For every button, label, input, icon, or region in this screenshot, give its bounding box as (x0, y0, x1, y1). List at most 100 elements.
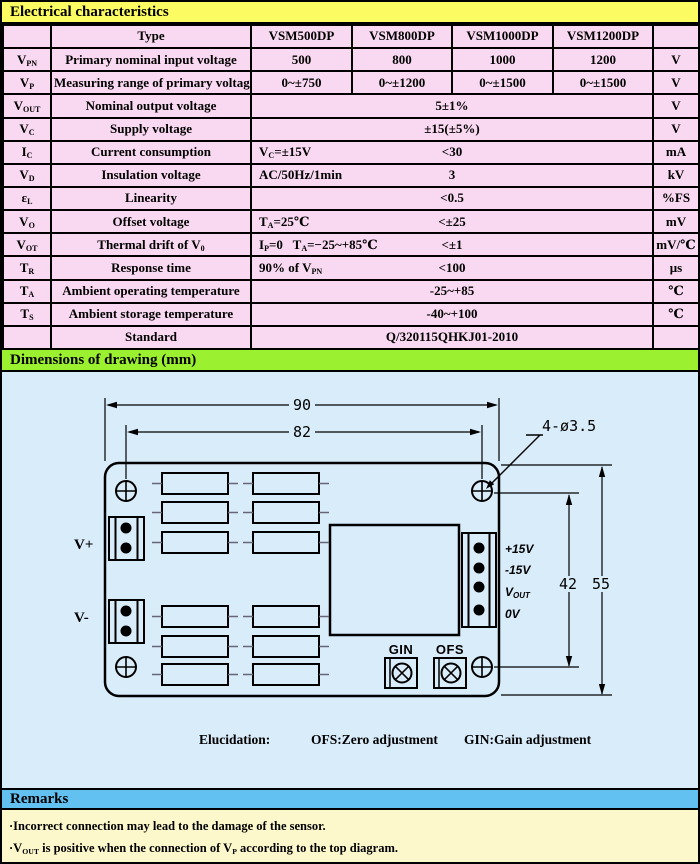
unit-cell: V (652, 47, 698, 73)
symbol-cell (2, 324, 52, 351)
value-text: 3 (448, 167, 456, 183)
section-title: Electrical characteristics (10, 4, 169, 20)
param-label-cell: Standard (50, 324, 252, 351)
value-text: <±25 (438, 213, 466, 229)
section-header-remarks: Remarks (2, 788, 698, 810)
param-label-cell: Type (50, 23, 252, 50)
param-label-cell: Measuring range of primary voltage (50, 70, 252, 96)
mounting-holes (115, 480, 493, 678)
elucidation-ofs: OFS:Zero adjustment (311, 732, 438, 747)
pad-leads (152, 482, 329, 676)
symbol-cell: TA (2, 278, 52, 304)
merged-value-cell: VC=±15V<30 (250, 139, 654, 165)
symbol-cell: εL (2, 185, 52, 212)
value-text: 5±1% (435, 97, 469, 113)
gin-label: GIN (389, 642, 414, 657)
value-cell: 500 (250, 47, 353, 73)
symbol-cell: VO (2, 209, 52, 235)
dimensions-section: V+ V- +15V -15V VOUT 0V (2, 372, 698, 788)
v-plus-label: V+ (74, 537, 93, 553)
unit-cell: μs (652, 255, 698, 281)
value-text: Q/320115QHKJ01-2010 (385, 329, 519, 345)
elucidation-label: Elucidation: (199, 732, 270, 747)
dim-82-label: 82 (293, 423, 311, 441)
symbol-cell (2, 23, 52, 50)
section-header-dimensions: Dimensions of drawing (mm) (2, 350, 698, 372)
condition-text: AC/50Hz/1min (259, 167, 343, 183)
section-title: Remarks (10, 791, 69, 807)
merged-value-cell: <0.5 (250, 185, 654, 212)
table-row: Standard Q/320115QHKJ01-2010 (2, 324, 698, 351)
param-label-cell: Ambient storage temperature (50, 301, 252, 327)
pin-label-minus15: -15V (505, 563, 531, 577)
merged-value-cell: Q/320115QHKJ01-2010 (250, 324, 654, 351)
param-label-cell: Offset voltage (50, 209, 252, 235)
param-label-cell: Thermal drift of V0 (50, 232, 252, 258)
value-text: ±15(±5%) (424, 120, 480, 136)
hole-note-label: 4-ø3.5 (542, 417, 596, 435)
value-cell: VSM1200DP (552, 23, 654, 50)
pin-label-plus15: +15V (505, 542, 534, 556)
param-label-cell: Current consumption (50, 139, 252, 165)
component-pads (161, 472, 320, 686)
condition-text: TA=25℃ (259, 213, 310, 230)
ofs-label: OFS (436, 642, 464, 657)
value-cell: 800 (351, 47, 453, 73)
merged-value-cell: -40~+100 (250, 301, 654, 327)
unit-cell: mV/℃ (652, 232, 698, 258)
symbol-cell: VOT (2, 232, 52, 258)
value-cell: VSM1000DP (451, 23, 554, 50)
value-cell: 0~±1500 (451, 70, 554, 96)
condition-text: 90% of VPN (259, 259, 323, 276)
remarks-body: ·Incorrect connection may lead to the da… (2, 810, 698, 862)
unit-cell: %FS (652, 185, 698, 212)
value-text: <0.5 (440, 190, 464, 206)
dim-90-label: 90 (293, 396, 311, 414)
offset-pot (433, 657, 467, 689)
unit-cell: kV (652, 162, 698, 188)
condition-text: IP=0 TA=−25~+85℃ (259, 236, 378, 253)
section-title: Dimensions of drawing (mm) (10, 352, 197, 368)
param-label-cell: Supply voltage (50, 116, 252, 142)
remark-line-1: ·Incorrect connection may lead to the da… (9, 819, 326, 833)
output-terminal (461, 532, 497, 628)
merged-value-cell: ±15(±5%) (250, 116, 654, 142)
param-label-cell: Nominal output voltage (50, 93, 252, 119)
symbol-cell: VPN (2, 47, 52, 73)
merged-value-cell: -25~+85 (250, 278, 654, 304)
param-label-cell: Primary nominal input voltage (50, 47, 252, 73)
section-header-electrical: Electrical characteristics (2, 2, 698, 24)
module-outline (103, 461, 501, 698)
unit-cell (652, 23, 698, 50)
pin-label-0v: 0V (505, 607, 521, 621)
value-cell: 0~±750 (250, 70, 353, 96)
pin-label-vout: VOUT (505, 585, 531, 600)
merged-value-cell: AC/50Hz/1min 3 (250, 162, 654, 188)
value-cell: 1000 (451, 47, 554, 73)
transformer-block (328, 523, 461, 637)
value-text: <±1 (441, 236, 463, 252)
unit-cell: mV (652, 209, 698, 235)
param-label-cell: Response time (50, 255, 252, 281)
merged-value-cell: 90% of VPN<100 (250, 255, 654, 281)
merged-value-cell: IP=0 TA=−25~+85℃ <±1 (250, 232, 654, 258)
value-text: -25~+85 (429, 282, 475, 298)
dim-55-label: 55 (592, 575, 610, 593)
unit-cell: ℃ (652, 301, 698, 327)
dimension-drawing: V+ V- +15V -15V VOUT 0V (74, 396, 614, 747)
symbol-cell: VOUT (2, 93, 52, 119)
value-cell: 0~±1500 (552, 70, 654, 96)
param-label-cell: Ambient operating temperature (50, 278, 252, 304)
dim-42-label: 42 (559, 575, 577, 593)
gain-pot (384, 657, 418, 689)
